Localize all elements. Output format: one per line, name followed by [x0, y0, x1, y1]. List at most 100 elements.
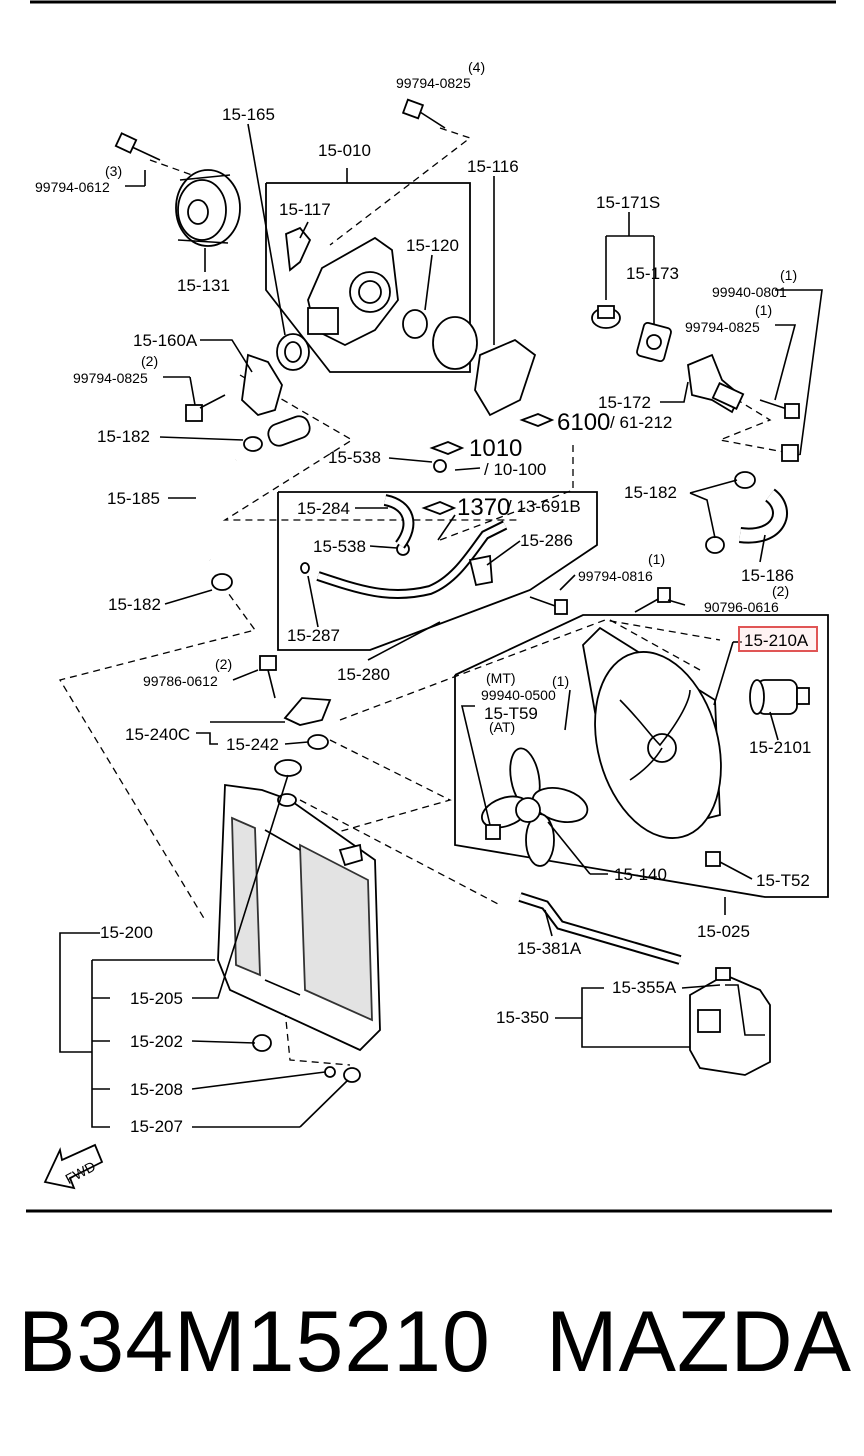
- label-15-182-c: 15-182: [108, 595, 161, 614]
- label-15-207: 15-207: [130, 1117, 183, 1136]
- label-bolt-99786-0612: 99786-0612: [143, 673, 218, 689]
- label-qty-2c: (2): [215, 656, 232, 672]
- water-pipe-icon: [300, 520, 508, 600]
- label-at: (AT): [489, 719, 515, 735]
- label-15-171S: 15-171S: [596, 193, 660, 212]
- thermostat-cover-icon: [687, 353, 745, 414]
- bolt-mid-icons: [529, 587, 671, 615]
- water-pump-icon: [285, 226, 399, 347]
- label-ref-1370: 1370: [457, 494, 510, 521]
- label-ref-1010: 1010: [469, 435, 522, 462]
- bolt-right-icon: [759, 399, 800, 462]
- label-bolt-99940-0801: 99940-0801: [712, 284, 787, 300]
- label-15-355A: 15-355A: [612, 978, 677, 997]
- callout-labels: (4) 99794-0825 15-165 (3) 99794-0612 15-…: [35, 59, 811, 1187]
- water-outlet-icon: [241, 353, 311, 447]
- pulley-icon: [175, 169, 241, 247]
- label-bolt-99794-0612: 99794-0612: [35, 179, 110, 195]
- bolt-top-icon: [401, 98, 446, 129]
- label-15-120: 15-120: [406, 236, 459, 255]
- label-15-240C: 15-240C: [125, 725, 190, 744]
- label-15-242: 15-242: [226, 735, 279, 754]
- radiator-icon: [217, 783, 381, 1052]
- pump-cover-icon: [432, 316, 537, 417]
- label-15-T52: 15-T52: [756, 871, 810, 890]
- label-15-172: 15-172: [598, 393, 651, 412]
- label-qty-1a: (1): [780, 267, 797, 283]
- fan-nut-icon: [485, 824, 721, 867]
- label-qty-4: (4): [468, 59, 485, 75]
- bolt-left-icon: [185, 394, 226, 422]
- label-qty-1d: (1): [552, 673, 569, 689]
- fan-motor-icon: [749, 679, 810, 715]
- label-15-381A: 15-381A: [517, 939, 582, 958]
- bypass-hose-icon: [383, 494, 415, 549]
- label-15-T59: 15-T59: [484, 704, 538, 723]
- label-15-131: 15-131: [177, 276, 230, 295]
- label-15-025: 15-025: [697, 922, 750, 941]
- label-bolt-99940-0500: 99940-0500: [481, 687, 556, 703]
- leader-lines: [59, 123, 823, 1128]
- fwd-arrow-icon: [43, 1143, 104, 1190]
- seal-icon: [402, 309, 428, 339]
- label-15-186: 15-186: [741, 566, 794, 585]
- label-15-538-a: 15-538: [328, 448, 381, 467]
- label-15-210A: 15-210A: [744, 631, 809, 650]
- radiator-cap-icon: [274, 759, 302, 777]
- bolt-pulley-icon: [114, 132, 161, 161]
- part-number-text: B34M15210: [18, 1294, 491, 1390]
- label-15-286: 15-286: [520, 531, 573, 550]
- label-ref-6100: 6100: [557, 409, 610, 436]
- brand-text: MAZDA: [546, 1294, 852, 1390]
- label-ref-13-691B: / 13-691B: [507, 497, 581, 516]
- label-qty-2b: (2): [772, 583, 789, 599]
- label-15-287: 15-287: [287, 626, 340, 645]
- label-15-208: 15-208: [130, 1080, 183, 1099]
- label-bolt-99794-0825-top: 99794-0825: [396, 75, 471, 91]
- label-15-173: 15-173: [626, 264, 679, 283]
- label-15-202: 15-202: [130, 1032, 183, 1051]
- bolt-bracket-icon: [259, 655, 277, 699]
- label-15-284: 15-284: [297, 499, 350, 518]
- overflow-hose-icon: [518, 892, 682, 965]
- label-ref-61-212: / 61-212: [610, 413, 672, 432]
- highlight-box: [738, 626, 818, 652]
- grouping-boxes: [265, 168, 829, 915]
- label-bolt-90796-0616: 90796-0616: [704, 599, 779, 615]
- label-15-160A: 15-160A: [133, 331, 198, 350]
- upper-hose-icon: [194, 455, 238, 563]
- label-15-117: 15-117: [279, 200, 331, 219]
- label-qty-1b: (1): [755, 302, 772, 318]
- label-15-140: 15-140: [614, 865, 667, 884]
- thermostat-icon: [591, 305, 621, 329]
- fan-shroud-icon: [582, 626, 722, 839]
- thermostat-gasket-icon: [636, 321, 672, 363]
- label-bolt-99794-0825-right: 99794-0825: [685, 319, 760, 335]
- label-15-182-a: 15-182: [97, 427, 150, 446]
- label-bolt-99794-0816: 99794-0816: [578, 568, 653, 584]
- label-15-010: 15-010: [318, 141, 371, 160]
- label-mt: (MT): [486, 670, 516, 686]
- label-15-200: 15-200: [100, 923, 153, 942]
- bracket-icon: [283, 697, 332, 750]
- label-15-182-b: 15-182: [624, 483, 677, 502]
- lower-hose-icon: [739, 488, 788, 544]
- label-15-116: 15-116: [467, 157, 519, 176]
- label-15-2101: 15-2101: [749, 738, 811, 757]
- label-15-350: 15-350: [496, 1008, 549, 1027]
- label-qty-2a: (2): [141, 353, 158, 369]
- label-15-165: 15-165: [222, 105, 275, 124]
- label-qty-1c: (1): [648, 551, 665, 567]
- gasket-icon: [276, 333, 310, 371]
- label-15-185: 15-185: [107, 489, 160, 508]
- fan-blade-icon: [481, 747, 589, 867]
- label-ref-10-100: / 10-100: [484, 460, 546, 479]
- reference-arrow-icons: [421, 413, 555, 541]
- label-15-280: 15-280: [337, 665, 390, 684]
- label-15-538-b: 15-538: [313, 537, 366, 556]
- reservoir-icon: [689, 967, 771, 1076]
- label-15-205: 15-205: [130, 989, 183, 1008]
- label-qty-3: (3): [105, 163, 122, 179]
- label-bolt-99794-0825-left: 99794-0825: [73, 370, 148, 386]
